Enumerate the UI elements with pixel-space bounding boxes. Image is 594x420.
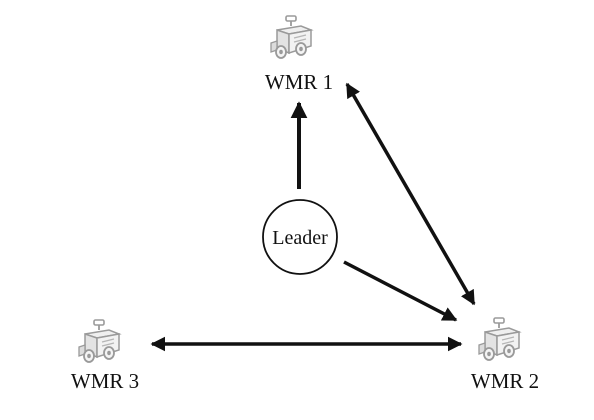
robot-wmr3: WMR 3 [71, 319, 139, 393]
wmr3-label: WMR 3 [71, 369, 139, 393]
leader-circle [262, 199, 338, 275]
wmr1-label: WMR 1 [265, 70, 333, 94]
robot-wmr2: WMR 2 [471, 317, 539, 393]
wmr3-robot-icon [78, 319, 120, 363]
robot-wmr1: WMR 1 [265, 15, 333, 94]
link-wmr1-wmr2 [345, 82, 476, 306]
wmr2-robot-icon [478, 317, 520, 361]
wmr2-label: WMR 2 [471, 369, 539, 393]
link-leader-to-wmr2 [343, 260, 458, 322]
wmr1-robot-icon [270, 15, 312, 59]
leader-label: Leader [272, 227, 328, 249]
leader-node: Leader [262, 199, 338, 275]
